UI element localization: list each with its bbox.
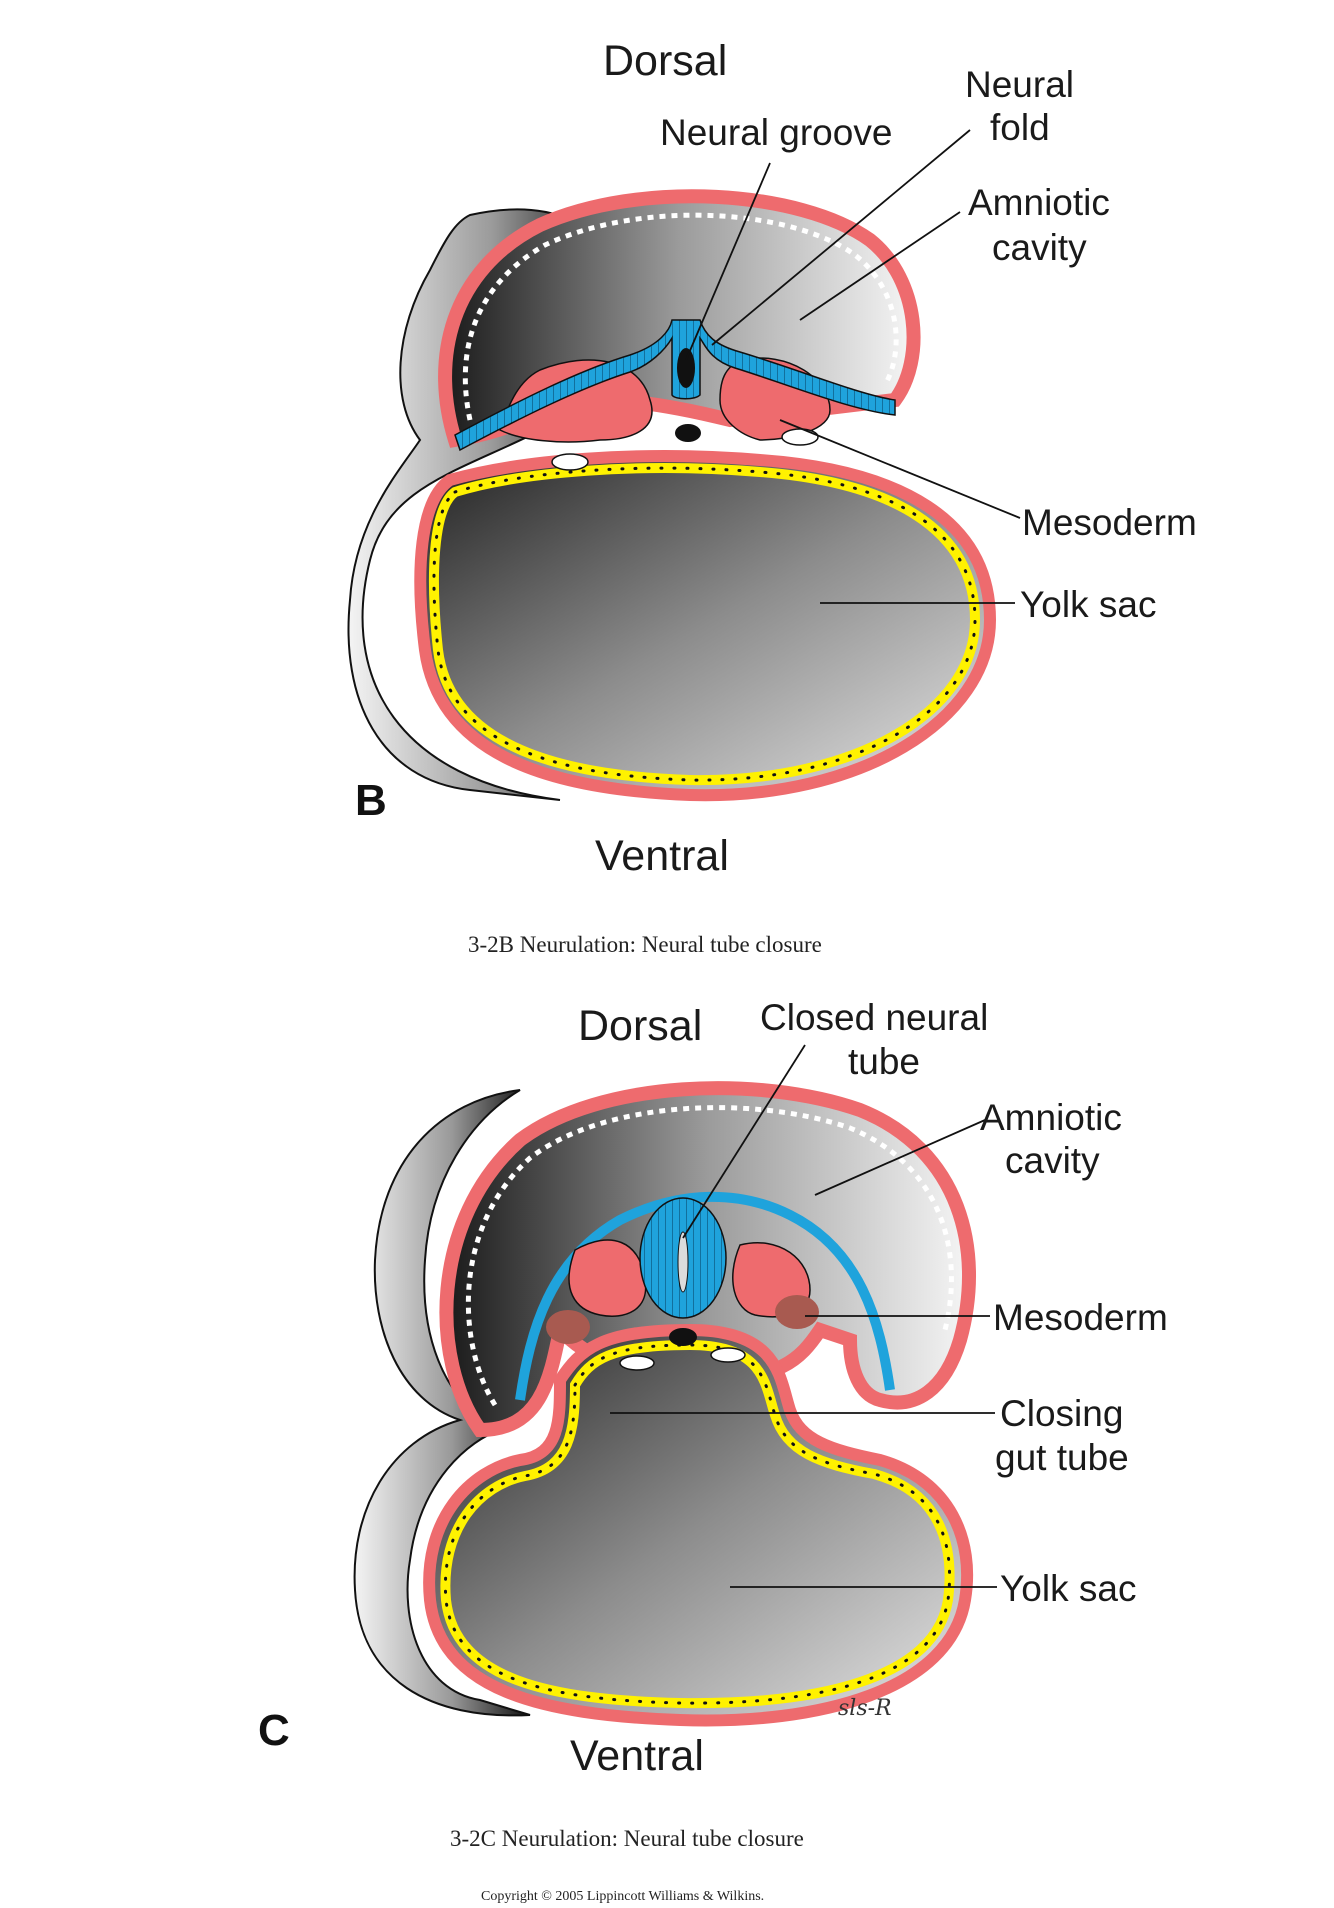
leader-amniotic-cavity-c <box>814 1119 986 1196</box>
neural-groove-label: Neural groove <box>660 112 892 153</box>
leader-amniotic-cavity-b <box>799 211 961 321</box>
neural-fold-label-line2: fold <box>990 107 1050 148</box>
dorsal-label-c: Dorsal <box>578 1002 702 1050</box>
closed-neural-tube-label-line1: Closed neural <box>760 997 988 1038</box>
amnion-lining-b <box>462 212 899 421</box>
yolk-sac-label-c: Yolk sac <box>1000 1568 1136 1609</box>
closing-gut-tube-label-line1: Closing <box>1000 1393 1123 1434</box>
neural-groove-b <box>677 348 695 388</box>
dorsal-aorta-right-b <box>781 428 819 446</box>
neural-plate-b <box>454 319 896 452</box>
endoderm-b <box>429 463 981 786</box>
ventral-label-b: Ventral <box>595 832 729 880</box>
closed-neural-tube-label-line2: tube <box>848 1041 920 1082</box>
ventral-label-c: Ventral <box>570 1732 704 1780</box>
dorsal-aorta-left-c <box>619 1355 655 1371</box>
dorsal-aorta-left-b <box>551 453 589 471</box>
mesoderm-label-c: Mesoderm <box>993 1297 1168 1338</box>
panel-b: Dorsal Neural groove Neural fold Amnioti… <box>347 37 1197 957</box>
neural-fold-label-line1: Neural <box>965 64 1074 105</box>
embryo-body-c <box>353 1089 531 1717</box>
amnion-lining-c <box>465 1105 954 1407</box>
notochord-c <box>669 1328 697 1346</box>
panel-letter-b: B <box>355 776 387 825</box>
caption-c: 3-2C Neurulation: Neural tube closure <box>450 1826 804 1851</box>
endoderm-dots-c <box>443 1343 952 1705</box>
amniotic-cavity-label-b-line2: cavity <box>992 227 1087 268</box>
yolk-sac-c <box>423 1323 974 1727</box>
notochord-b <box>675 424 701 442</box>
amniotic-cavity-label-b-line1: Amniotic <box>968 182 1110 223</box>
neural-canal-c <box>677 1231 689 1293</box>
leader-mesoderm-b <box>779 419 1021 519</box>
amniotic-cavity-label-c-line1: Amniotic <box>980 1097 1122 1138</box>
somite-left-c <box>546 1310 590 1344</box>
artist-signature: sls-R <box>838 1696 892 1721</box>
yolk-sac-label-b: Yolk sac <box>1020 584 1156 625</box>
mesoderm-label-b: Mesoderm <box>1022 502 1197 543</box>
dorsal-label-b: Dorsal <box>603 37 727 85</box>
closing-gut-tube-label-line2: gut tube <box>995 1437 1129 1478</box>
yolk-sac-b <box>414 450 997 802</box>
leader-neural-groove-b <box>685 162 771 361</box>
dorsal-aorta-right-c <box>710 1347 746 1363</box>
mesoderm-left-c <box>568 1239 647 1317</box>
copyright-notice: Copyright © 2005 Lippincott Williams & W… <box>481 1889 764 1904</box>
panel-c: Dorsal Closed neural tube Amniotic cavit… <box>258 997 1168 1851</box>
caption-b: 3-2B Neurulation: Neural tube closure <box>468 932 822 957</box>
leader-neural-fold-b <box>711 129 971 346</box>
leader-closed-neural-tube <box>682 1044 806 1239</box>
panel-letter-c: C <box>258 1706 290 1755</box>
amniotic-cavity-label-c-line2: cavity <box>1005 1140 1100 1181</box>
somite-right-c <box>775 1295 819 1329</box>
